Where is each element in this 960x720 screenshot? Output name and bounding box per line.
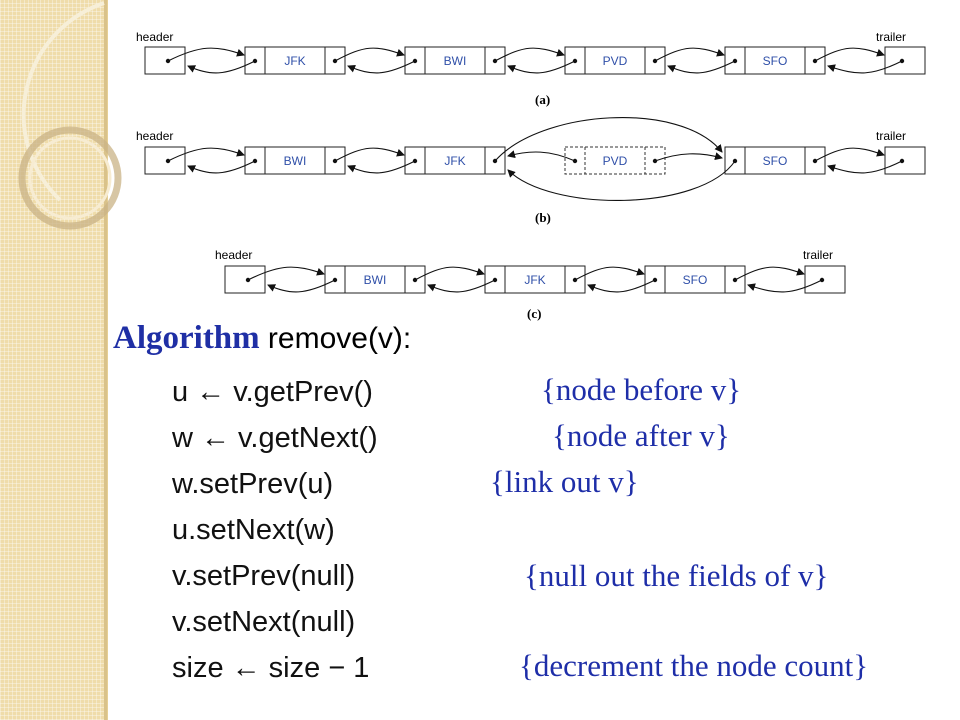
caption-c: (c)	[527, 306, 541, 321]
header-label: header	[215, 248, 252, 262]
header-label: header	[136, 30, 173, 44]
list-node: PVD	[564, 46, 666, 75]
algorithm-signature: remove(v):	[267, 322, 412, 355]
list-node: SFO	[724, 46, 826, 75]
side-band-edge	[104, 0, 107, 720]
code-comment: {null out the fields of v}	[524, 558, 829, 593]
code-comment: {node after v}	[552, 418, 730, 453]
code-line: v.setNext(null)	[172, 606, 356, 638]
node-label: SFO	[763, 54, 788, 68]
node-label: PVD	[603, 154, 628, 168]
panel-c: header trailer BWI JFK SFO	[215, 248, 846, 321]
list-node: BWI	[324, 265, 426, 294]
algorithm-title: Algorithm remove(v):	[113, 318, 411, 359]
trailer-node	[884, 46, 926, 75]
linked-list-diagram: header trailer JFK BWI PVD	[136, 30, 926, 321]
node-label: SFO	[763, 154, 788, 168]
link-arrows	[167, 117, 903, 202]
node-label: SFO	[683, 273, 708, 287]
node-label: BWI	[284, 154, 307, 168]
code-line: u.setNext(w)	[172, 514, 335, 546]
code-comment: {node before v}	[541, 372, 742, 407]
decorative-rings	[18, 1, 122, 230]
list-node: JFK	[404, 146, 506, 175]
list-node: SFO	[724, 146, 826, 175]
code-line: w.setPrev(u)	[172, 468, 334, 500]
panel-a: header trailer JFK BWI PVD	[136, 30, 926, 107]
trailer-node	[884, 146, 926, 175]
list-node: BWI	[404, 46, 506, 75]
code-line: u ← v.getPrev()	[172, 376, 373, 408]
code-line: size ← size − 1	[172, 652, 370, 684]
trailer-label: trailer	[803, 248, 833, 262]
node-label: PVD	[603, 54, 628, 68]
header-label: header	[136, 129, 173, 143]
trailer-node	[804, 265, 846, 294]
header-node	[224, 265, 266, 294]
trailer-label: trailer	[876, 129, 906, 143]
node-label: BWI	[364, 273, 387, 287]
algorithm-keyword: Algorithm	[113, 320, 260, 356]
link-arrows	[167, 47, 903, 74]
panel-b: header trailer BWI JFK PVD	[136, 117, 926, 225]
code-comment: {link out v}	[490, 464, 639, 499]
header-node	[144, 46, 186, 75]
removed-node: PVD	[564, 146, 666, 175]
decorative-side-band	[0, 0, 108, 720]
list-node: BWI	[244, 146, 346, 175]
list-node: JFK	[484, 265, 586, 294]
header-node	[144, 146, 186, 175]
caption-a: (a)	[535, 92, 550, 107]
trailer-label: trailer	[876, 30, 906, 44]
link-arrows	[247, 266, 823, 293]
code-line: w ← v.getNext()	[172, 422, 378, 454]
caption-b: (b)	[535, 210, 551, 225]
node-label: JFK	[284, 54, 305, 68]
node-label: JFK	[444, 154, 465, 168]
code-comment: {decrement the node count}	[519, 648, 869, 683]
code-line: v.setPrev(null)	[172, 560, 356, 592]
list-node: SFO	[644, 265, 746, 294]
list-node: JFK	[244, 46, 346, 75]
node-label: JFK	[524, 273, 545, 287]
node-label: BWI	[444, 54, 467, 68]
